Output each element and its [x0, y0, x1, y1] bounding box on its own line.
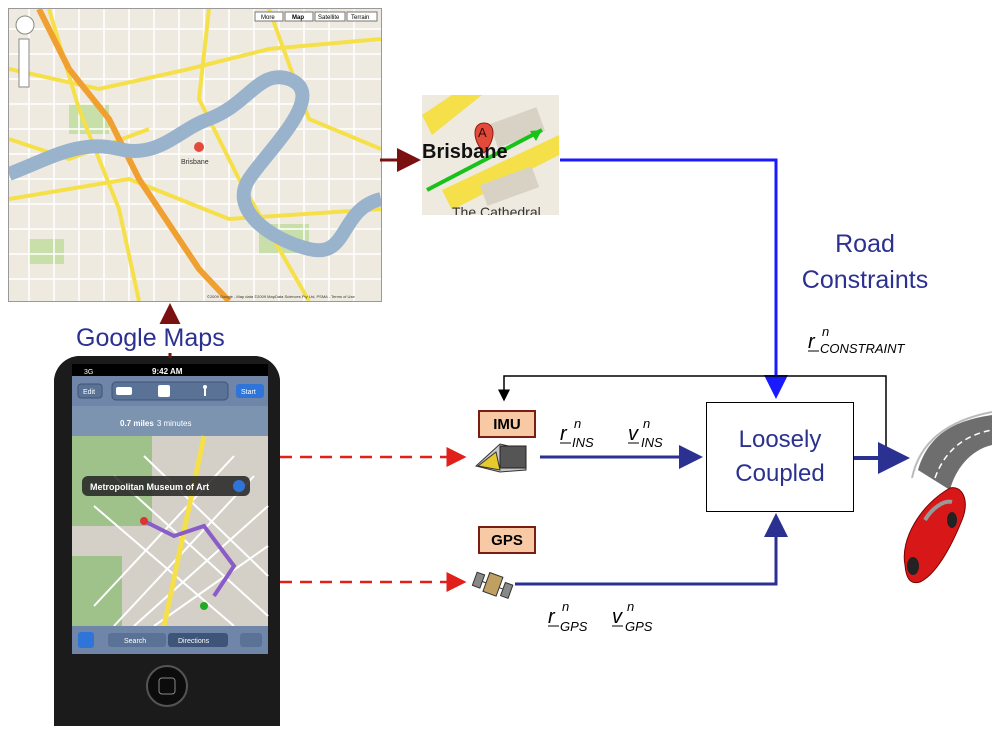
svg-text:CONSTRAINT: CONSTRAINT [820, 341, 906, 356]
imu-tag: IMU [478, 410, 536, 438]
svg-text:n: n [822, 324, 829, 339]
phone-edit-label: Edit [83, 389, 95, 396]
svg-text:n: n [562, 599, 569, 614]
map-map-label: Map [292, 15, 304, 21]
svg-text:GPS: GPS [625, 619, 653, 634]
phone-search-tab[interactable] [108, 633, 166, 647]
phone-time: 9:42 AM [152, 367, 183, 376]
road-constraints-line-2: Constraints [801, 266, 929, 294]
filter-label-line-2: Coupled [735, 460, 825, 487]
imu-device-icon [474, 443, 527, 473]
gps-satellite-icon [471, 571, 514, 599]
map-satellite-label: Satellite [318, 15, 340, 21]
phone-edit-button[interactable] [77, 383, 103, 399]
math-r-ins: r n INS [560, 416, 594, 450]
phone-carrier: 3G [84, 369, 93, 376]
svg-text:INS: INS [641, 435, 663, 450]
phone-start-button[interactable] [236, 384, 264, 398]
svg-text:n: n [574, 416, 581, 431]
map-pan-control-icon[interactable] [15, 15, 35, 35]
phone-start-label: Start [241, 389, 256, 396]
filter-label-line-1: Loosely [738, 426, 822, 453]
map-satellite-button[interactable] [314, 11, 346, 22]
math-r-constraint: r n CONSTRAINT [808, 324, 906, 356]
map-terrain-button[interactable] [346, 11, 378, 22]
page-curl-icon[interactable] [240, 633, 262, 647]
svg-text:n: n [627, 599, 634, 614]
svg-text:r: r [548, 606, 556, 628]
road-constraint-arrow [560, 158, 788, 399]
map-more-label: More [261, 15, 275, 21]
inset-marker-label: A [478, 125, 487, 140]
walk-mode-icon[interactable] [203, 385, 207, 389]
home-button[interactable] [146, 665, 188, 707]
callout-detail-icon[interactable] [233, 480, 245, 492]
svg-text:r: r [808, 331, 816, 353]
map-callout[interactable] [82, 476, 250, 496]
car-mode-icon[interactable] [116, 387, 132, 395]
loosely-coupled-filter-box: Loosely Coupled [706, 402, 854, 512]
svg-text:INS: INS [572, 435, 594, 450]
math-v-gps: v n GPS [612, 599, 653, 634]
map-copyright: ©2009 Google - Map data ©2009 MapData Sc… [207, 294, 355, 299]
svg-text:r: r [560, 423, 568, 445]
gps-tag: GPS [478, 526, 536, 554]
math-v-ins: v n INS [628, 416, 663, 450]
google-maps-label: Google Maps [74, 324, 227, 353]
math-r-gps: r n GPS [548, 599, 588, 634]
road-car-image [903, 411, 993, 584]
gps-to-filter-arrow [515, 513, 788, 586]
map-map-button[interactable] [284, 11, 314, 22]
svg-text:v: v [628, 423, 639, 445]
map-zoom-inset: A Brisbane The Cathedral [422, 95, 559, 215]
map-city-label: Brisbane [181, 159, 209, 166]
callout-label: Metropolitan Museum of Art [90, 482, 209, 492]
phone-directions-tab[interactable] [168, 633, 228, 647]
bus-mode-icon[interactable] [158, 385, 170, 397]
map-more-button[interactable] [254, 11, 284, 22]
svg-text:v: v [612, 606, 623, 628]
svg-text:n: n [643, 416, 650, 431]
svg-text:GPS: GPS [560, 619, 588, 634]
map-zoom-slider[interactable] [18, 38, 30, 88]
phone-directions-label: Directions [178, 638, 210, 645]
road-constraints-line-1: Road [835, 230, 895, 258]
phone-search-label: Search [124, 638, 146, 645]
inset-street-label: The Cathedral [452, 204, 541, 215]
location-icon[interactable] [78, 632, 94, 648]
map-terrain-label: Terrain [351, 15, 369, 21]
inset-city-label: Brisbane [422, 141, 508, 163]
road-constraints-label: Road Constraints [790, 226, 940, 298]
google-map-image: Brisbane More Map Satellite Terrain ©200… [8, 8, 382, 302]
